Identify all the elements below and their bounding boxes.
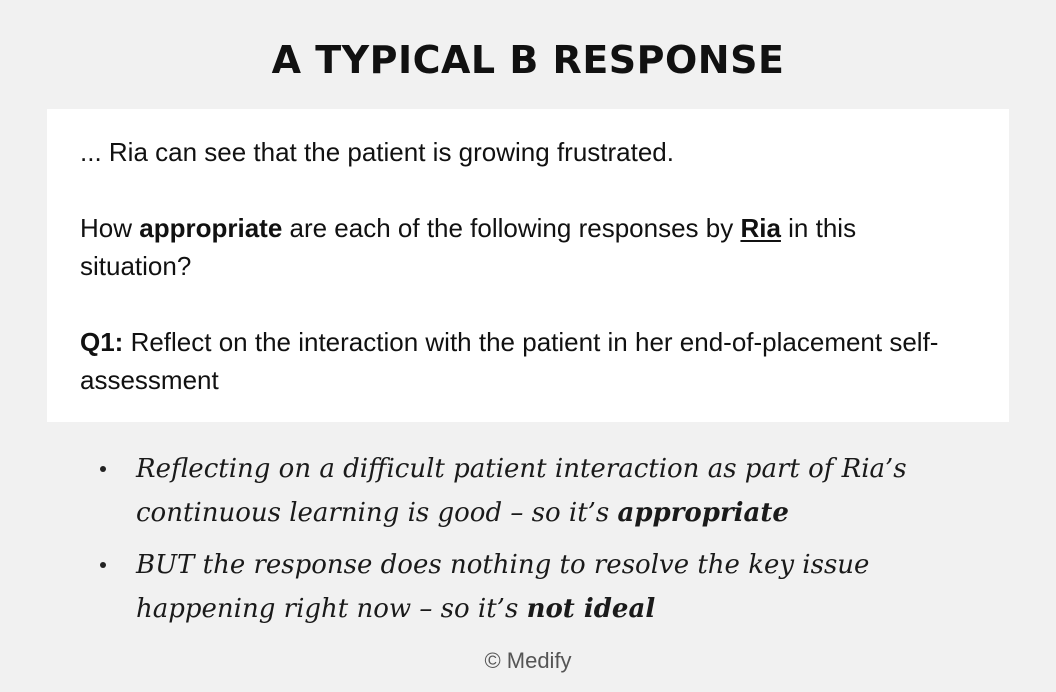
list-item: Reflecting on a difficult patient intera… xyxy=(100,447,1000,535)
bullet-text: Reflecting on a difficult patient intera… xyxy=(136,454,907,528)
question-text-end: in this situation? xyxy=(80,213,857,281)
page-title: A TYPICAL B RESPONSE xyxy=(271,38,785,82)
question-bold-word: appropriate xyxy=(139,213,283,243)
bullet-text: BUT the response does nothing to resolve… xyxy=(136,550,870,624)
bullet-emphasis: appropriate xyxy=(617,498,789,528)
response-option: Q1: Reflect on the interaction with the … xyxy=(80,323,949,399)
explanation-list: Reflecting on a difficult patient intera… xyxy=(100,447,1000,639)
bullet-icon xyxy=(100,562,106,568)
response-text: Reflect on the interaction with the pati… xyxy=(80,327,939,395)
scenario-card: ... Ria can see that the patient is grow… xyxy=(47,109,1009,422)
bullet-icon xyxy=(100,466,106,472)
question-text-middle: are each of the following responses by xyxy=(282,213,741,243)
list-item: BUT the response does nothing to resolve… xyxy=(100,543,1000,631)
copyright-footer: © Medify xyxy=(484,648,572,673)
response-label: Q1: xyxy=(80,327,124,357)
question-name: Ria xyxy=(740,213,781,243)
scenario-intro: ... Ria can see that the patient is grow… xyxy=(80,137,674,167)
bullet-emphasis: not ideal xyxy=(526,594,656,624)
scenario-question: How appropriate are each of the followin… xyxy=(80,209,949,285)
question-text-start: How xyxy=(80,213,140,243)
